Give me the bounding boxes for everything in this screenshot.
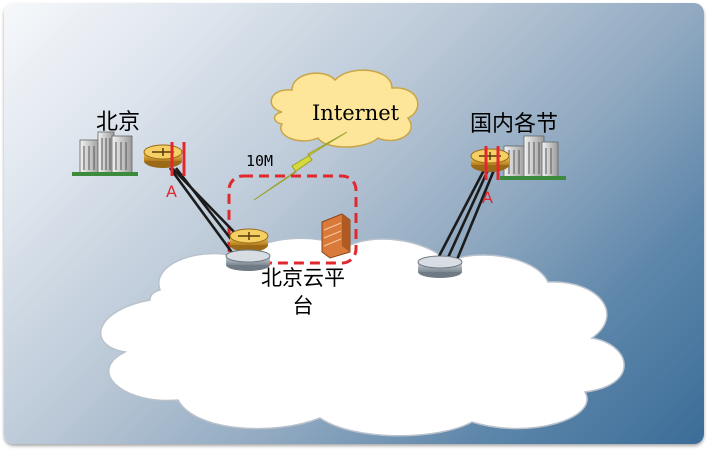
link-a-right-label: A [482, 188, 493, 207]
platform-router-icon [229, 228, 269, 252]
bandwidth-label: 10M [246, 152, 274, 170]
cloud-platform-label: 北京云平台 [261, 266, 345, 318]
link-marker-right [484, 146, 500, 180]
nodes-router-icon [470, 148, 510, 172]
node-links [434, 169, 496, 263]
platform-boundary [227, 174, 358, 265]
firewall-icon [321, 213, 351, 259]
platform-switch-icon [225, 249, 271, 271]
link-a-left-label: A [166, 182, 177, 201]
beijing-label: 北京 [96, 110, 141, 135]
link-marker-left [170, 142, 186, 176]
internet-cloud-icon [270, 69, 419, 148]
beijing-router-icon [143, 144, 183, 168]
nodes-label: 国内各节 [470, 112, 559, 137]
node-switch-icon [417, 255, 463, 278]
beijing-building-icon [72, 131, 138, 176]
internet-label: Internet [312, 101, 400, 125]
nodes-building-icon [500, 135, 566, 180]
platform-cloud-icon [99, 237, 625, 437]
lightning-icon [253, 131, 348, 201]
